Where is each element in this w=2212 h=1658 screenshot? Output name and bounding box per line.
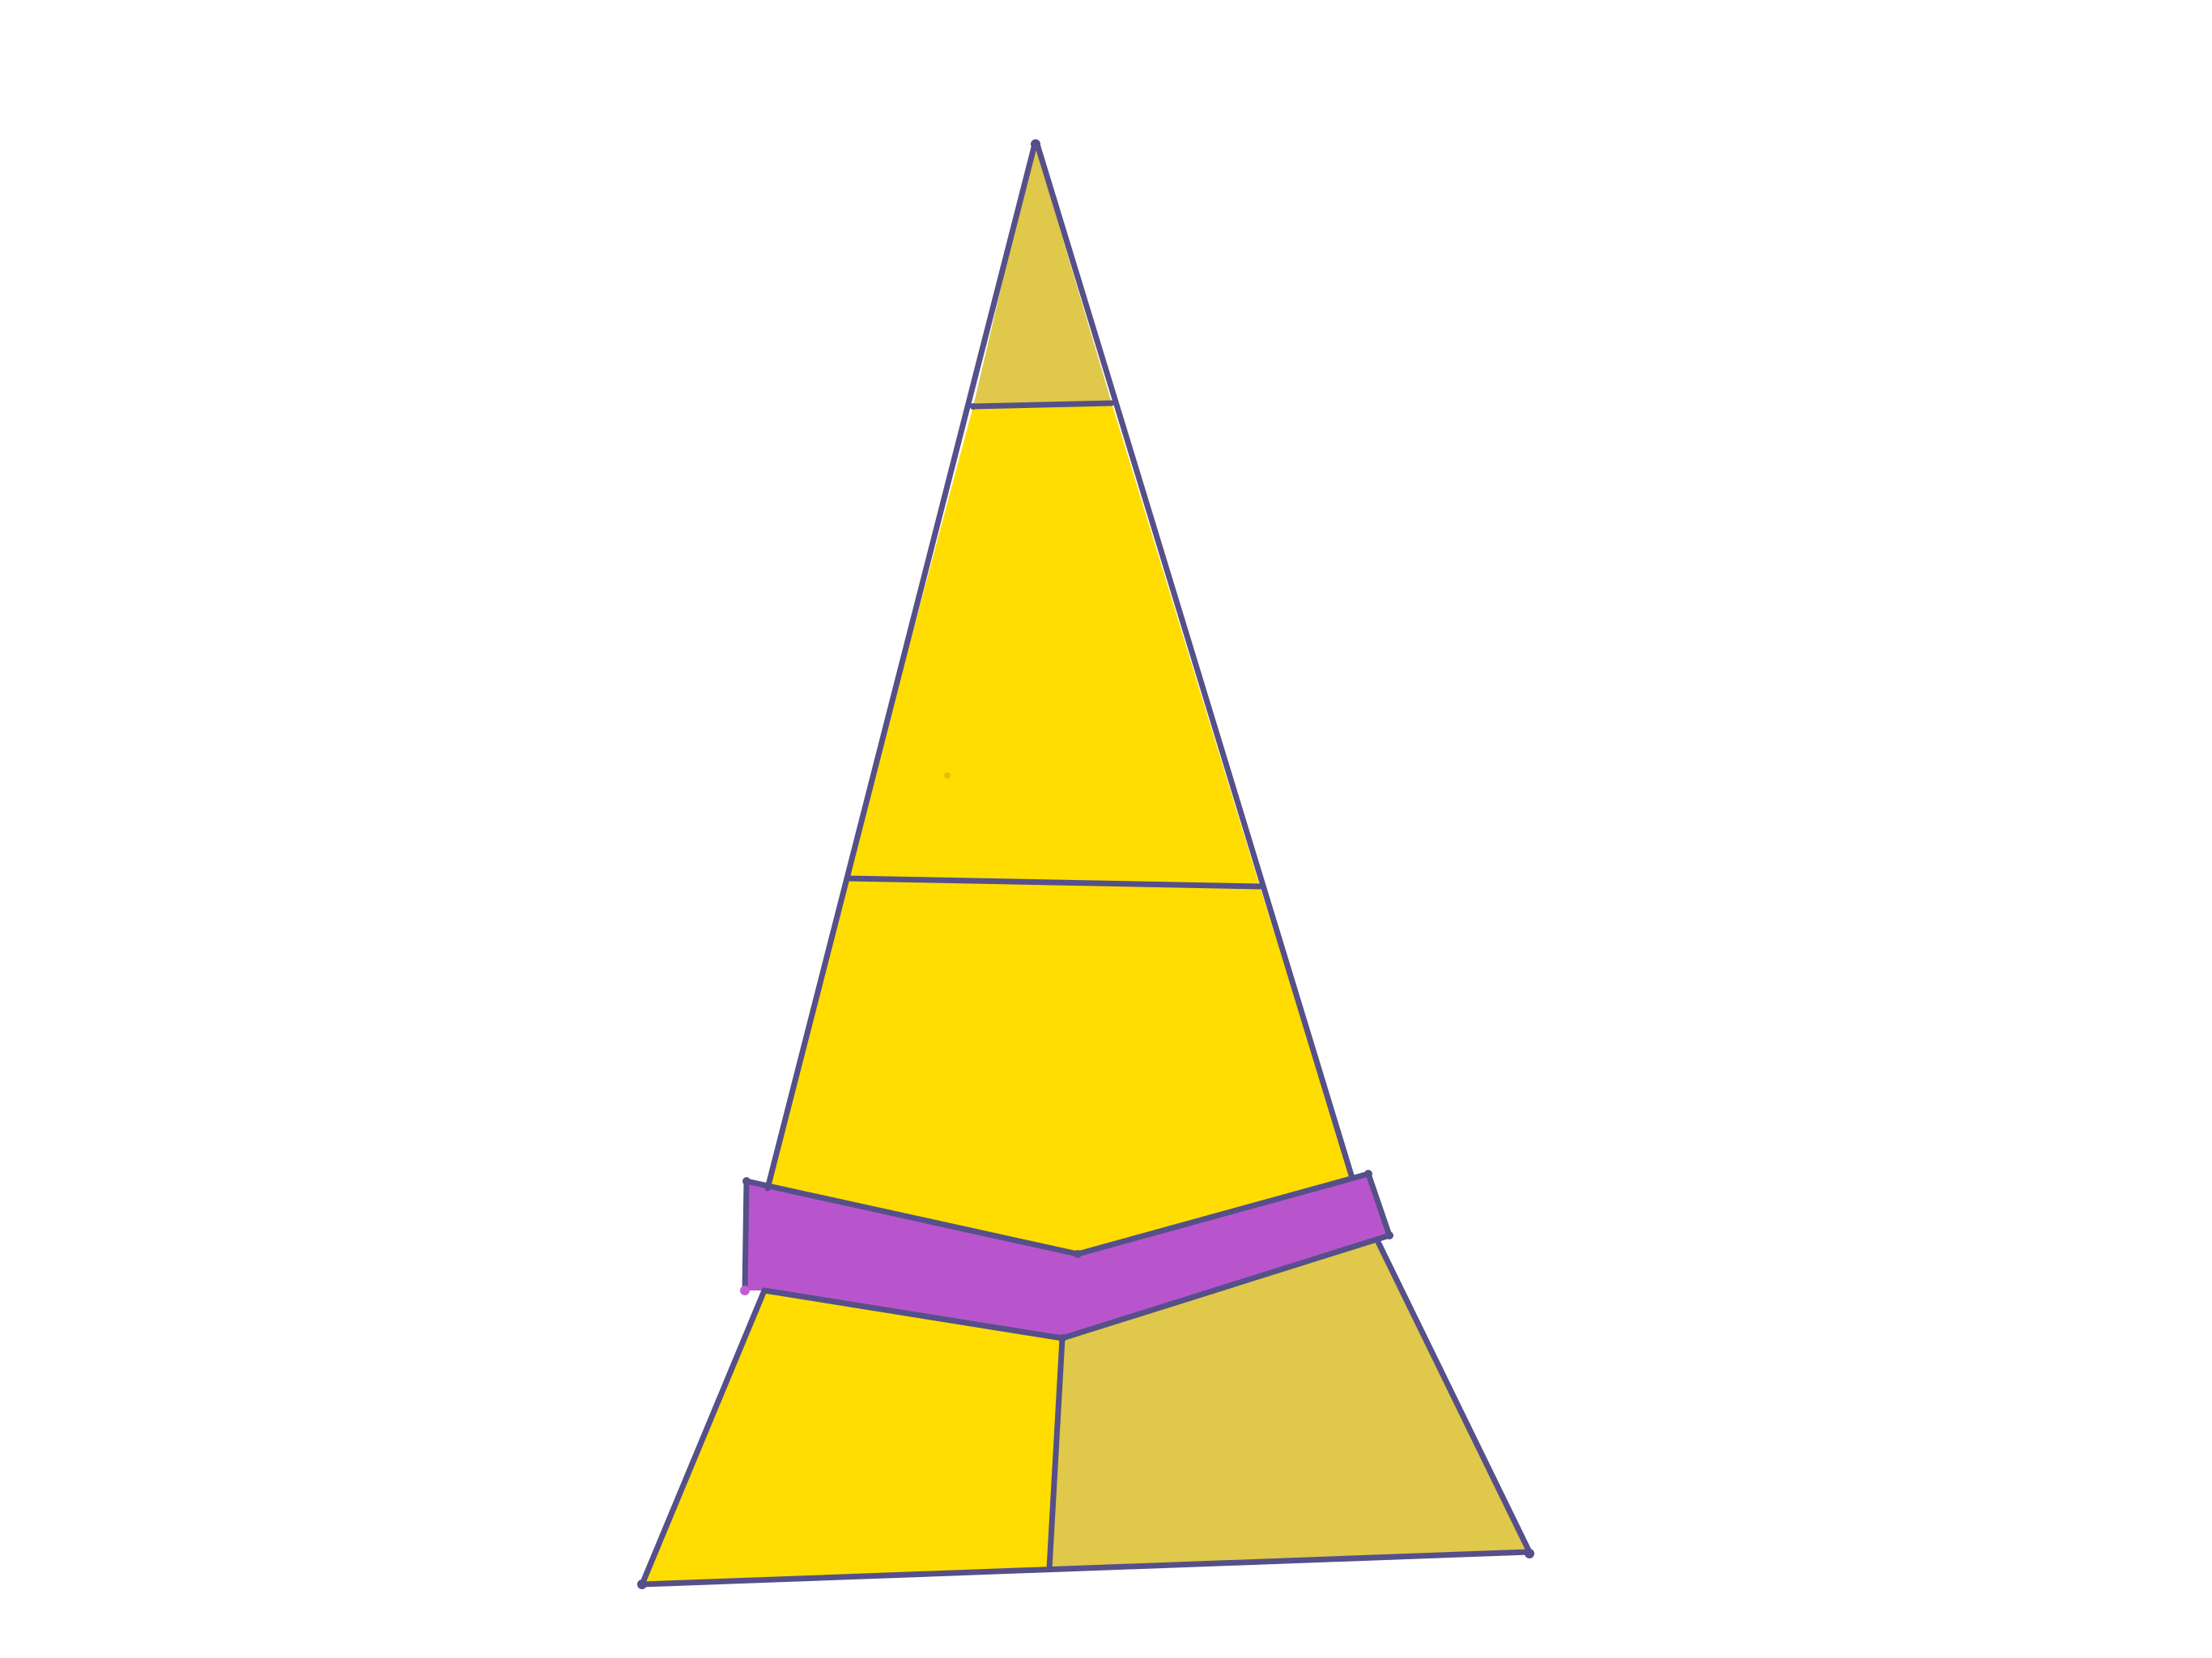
base-edge[interactable] [639, 1549, 1533, 1588]
base-right-vertex[interactable] [1525, 1549, 1534, 1558]
lower-left-edge[interactable] [639, 1287, 768, 1588]
lower-vertical-edge[interactable] [1046, 1335, 1066, 1572]
middle-band-top[interactable] [847, 403, 1260, 886]
band-bottom-notch-vertex[interactable] [1058, 1334, 1066, 1342]
band-top-right-vertex[interactable] [1364, 1170, 1372, 1178]
band-left-vertex[interactable] [740, 1286, 750, 1295]
center-dot [944, 772, 951, 779]
lower-right-region[interactable] [1049, 1242, 1529, 1569]
tip-region[interactable] [973, 144, 1112, 406]
band-notch-vertex[interactable] [1074, 1250, 1082, 1258]
lower-left-region[interactable] [642, 1290, 1062, 1584]
tip-divider-edge[interactable] [970, 400, 1115, 410]
band-right-edge[interactable] [1365, 1171, 1393, 1239]
outline-edges [639, 141, 1533, 1588]
band-left-edge[interactable] [742, 1178, 750, 1294]
tip-left-vertex[interactable] [970, 403, 976, 410]
right-side-edge[interactable] [1034, 141, 1355, 1181]
lower-right-edge[interactable] [1375, 1239, 1533, 1555]
middle-band-bottom[interactable] [749, 878, 1355, 1265]
apex-vertex[interactable] [1031, 139, 1040, 149]
vertex-points [637, 139, 1534, 1589]
band-top-left-vertex[interactable] [742, 1177, 751, 1185]
left-side-edge[interactable] [764, 141, 1038, 1192]
middle-divider-edge[interactable] [844, 875, 1263, 890]
band-right-vertex[interactable] [1385, 1231, 1393, 1239]
base-left-vertex[interactable] [637, 1579, 647, 1589]
